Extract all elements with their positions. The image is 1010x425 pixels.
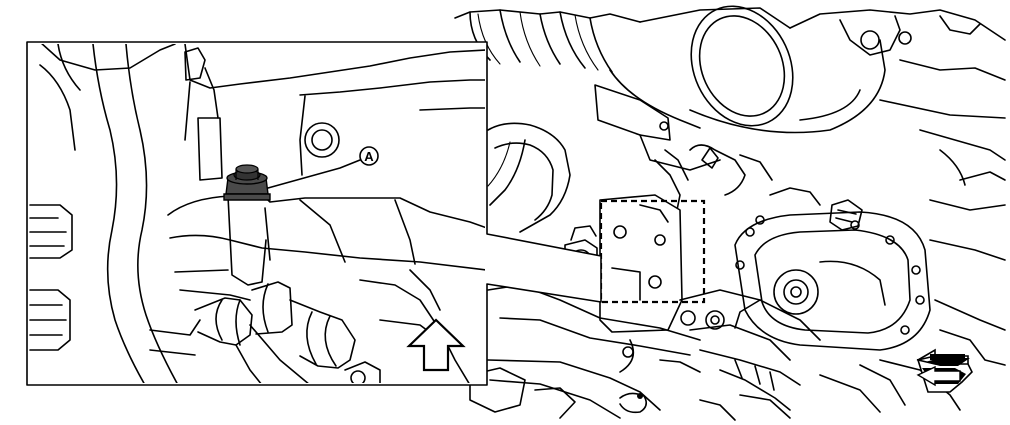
detail-callout-panel: A [26,41,602,386]
callout-a: A [359,146,379,166]
detail-area-dashed-box [599,199,706,304]
bolt-a [223,164,271,201]
up-direction-arrow-icon [406,318,466,372]
callout-a-label: A [364,149,374,164]
main-underbody-view [454,5,1006,421]
front-direction-arrow-icon [916,348,973,393]
